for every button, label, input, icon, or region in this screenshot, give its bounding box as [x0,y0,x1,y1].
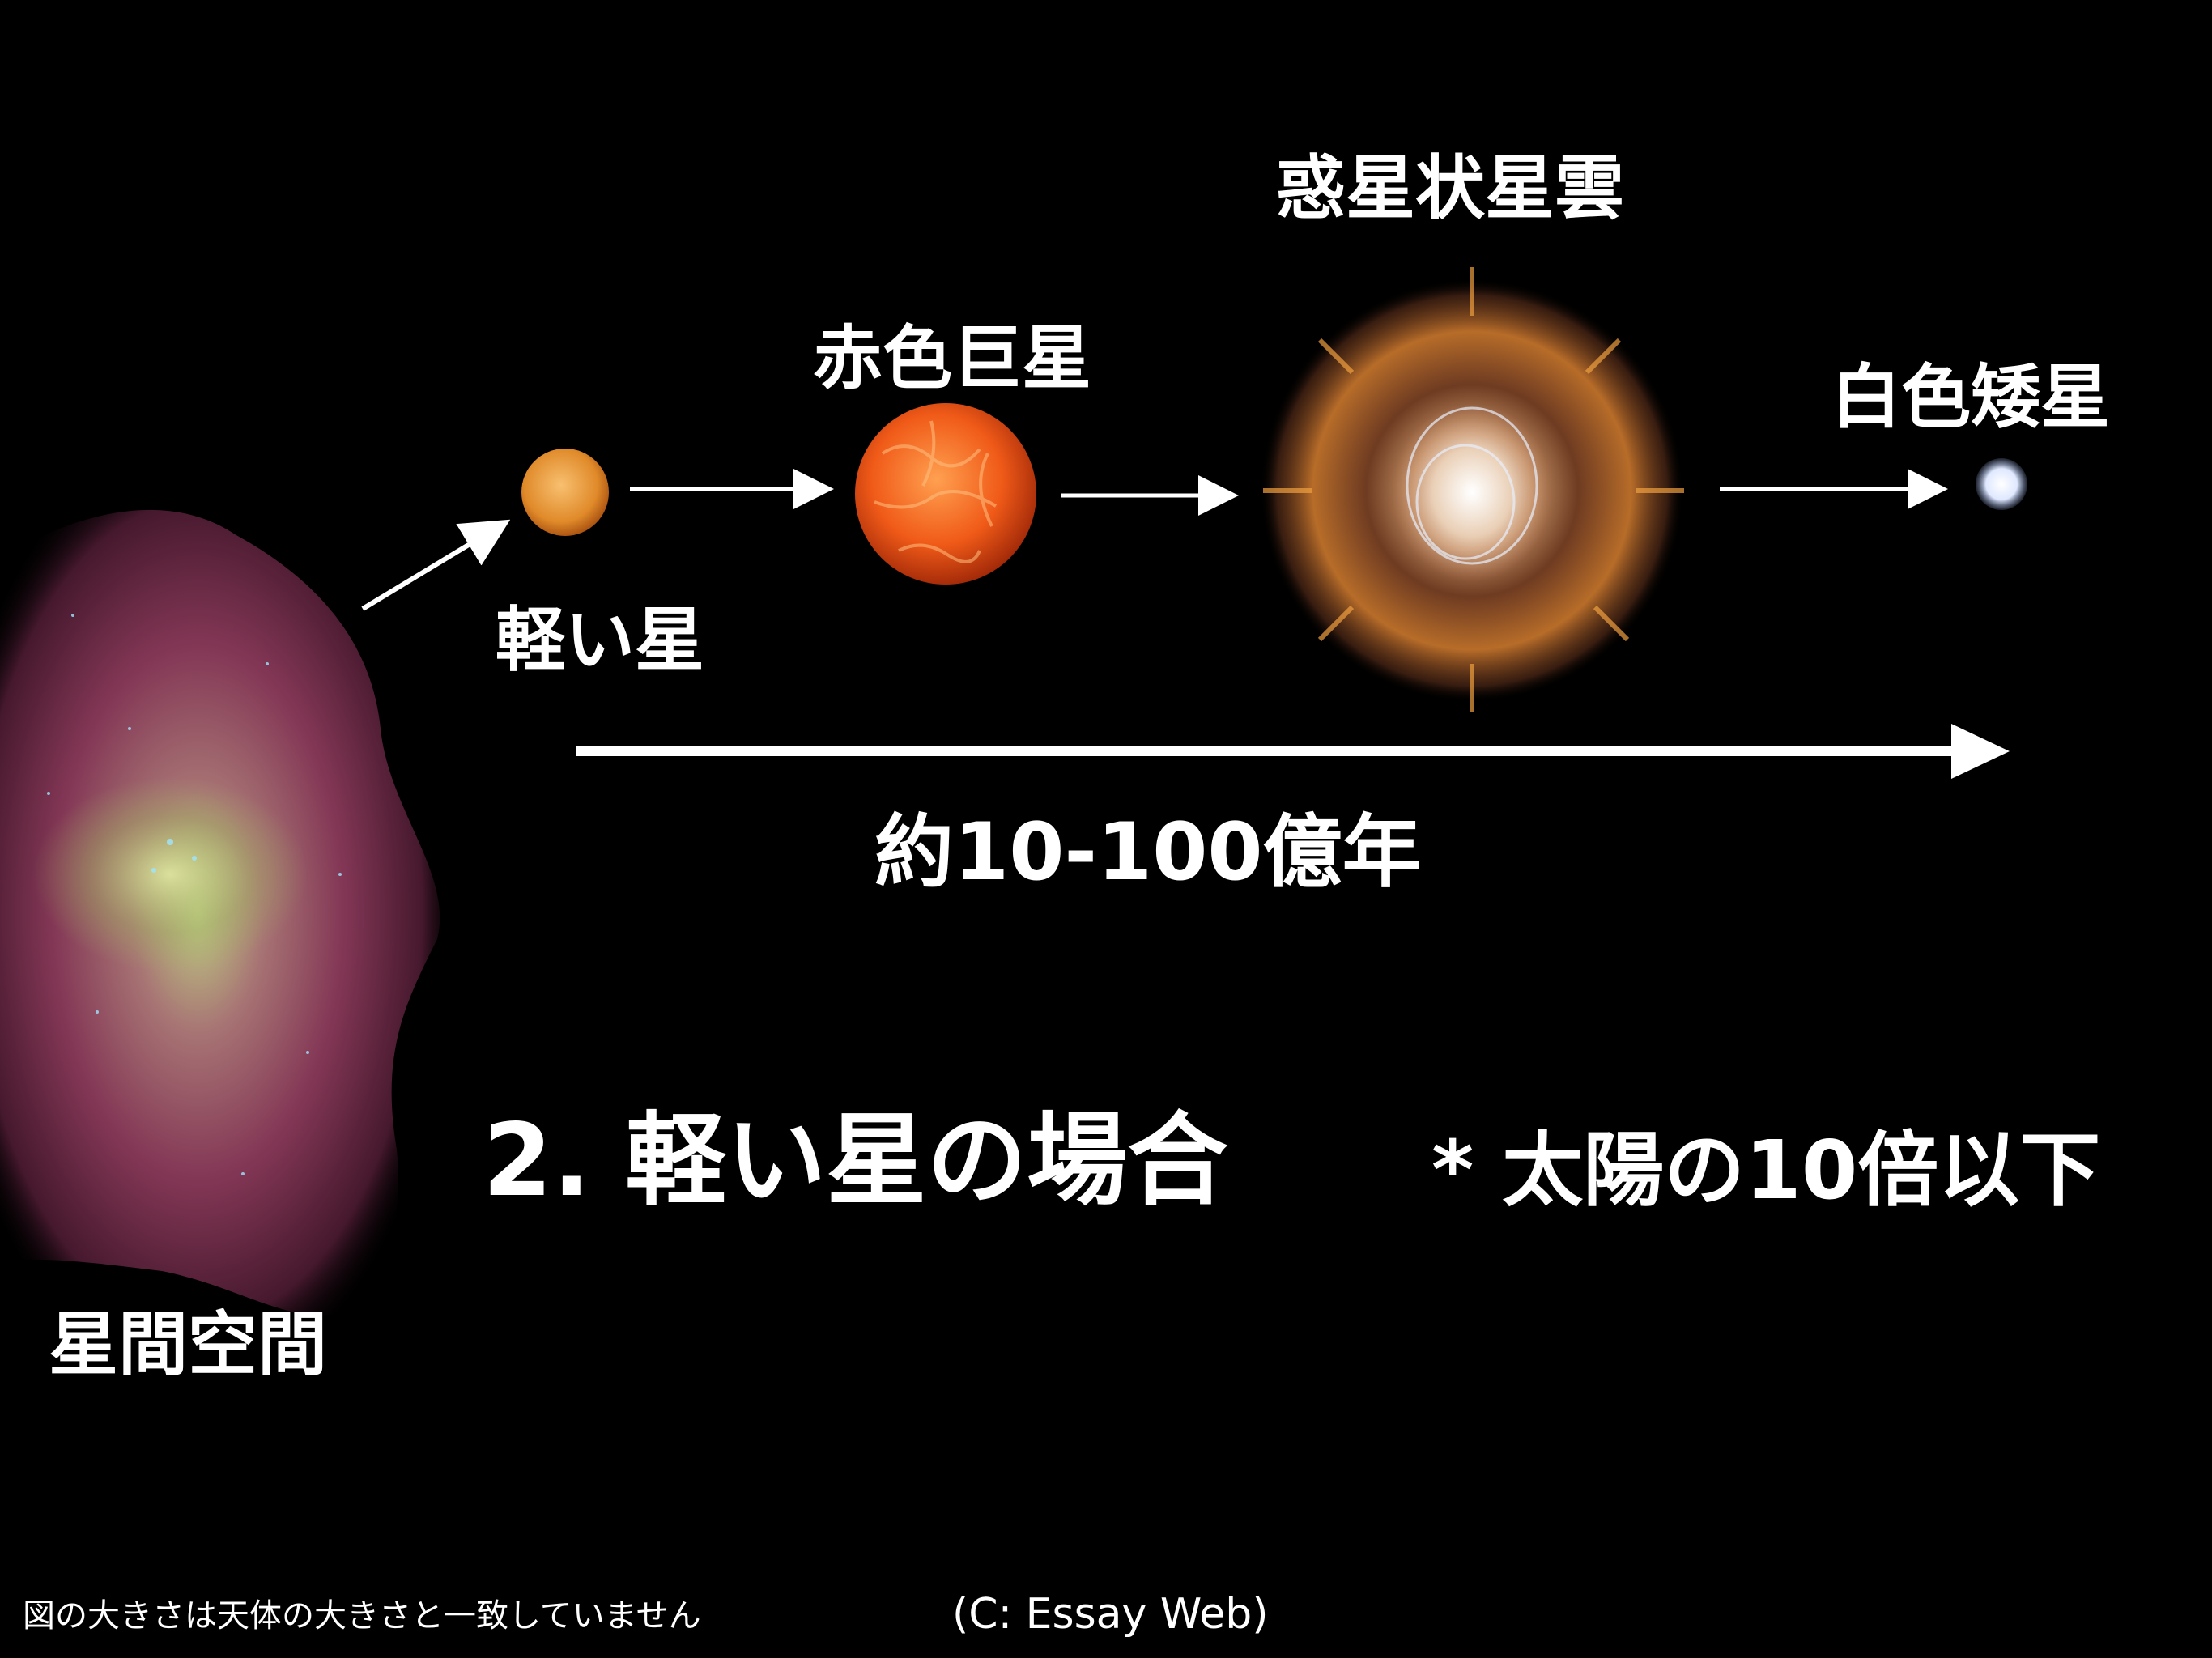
size-disclaimer: 図の大きさは天体の大きさと一致していません [23,1597,701,1635]
light-star-image [521,449,609,536]
timeline-arrow [576,724,2010,779]
white-dwarf-image [1976,458,2027,510]
interstellar-nebula-image [0,509,440,1316]
planetary-nebula-image [1260,267,1684,712]
light-star-label: 軽い星 [496,600,704,681]
page-title: 2. 軽い星の場合 [483,1103,1228,1219]
interstellar-label: 星間空間 [49,1304,327,1385]
arrow-to-light-star [361,519,511,611]
mass-condition: * 太陽の10倍以下 [1431,1123,2101,1218]
image-credit: (C: Essay Web) [952,1590,1269,1639]
planetary-nebula-label: 惑星状星雲 [1276,148,1624,229]
red-giant-image [855,403,1036,585]
white-dwarf-label: 白色矮星 [1831,357,2110,438]
timescale-label: 約10-100億年 [874,806,1422,899]
red-giant-label: 赤色巨星 [813,318,1091,399]
